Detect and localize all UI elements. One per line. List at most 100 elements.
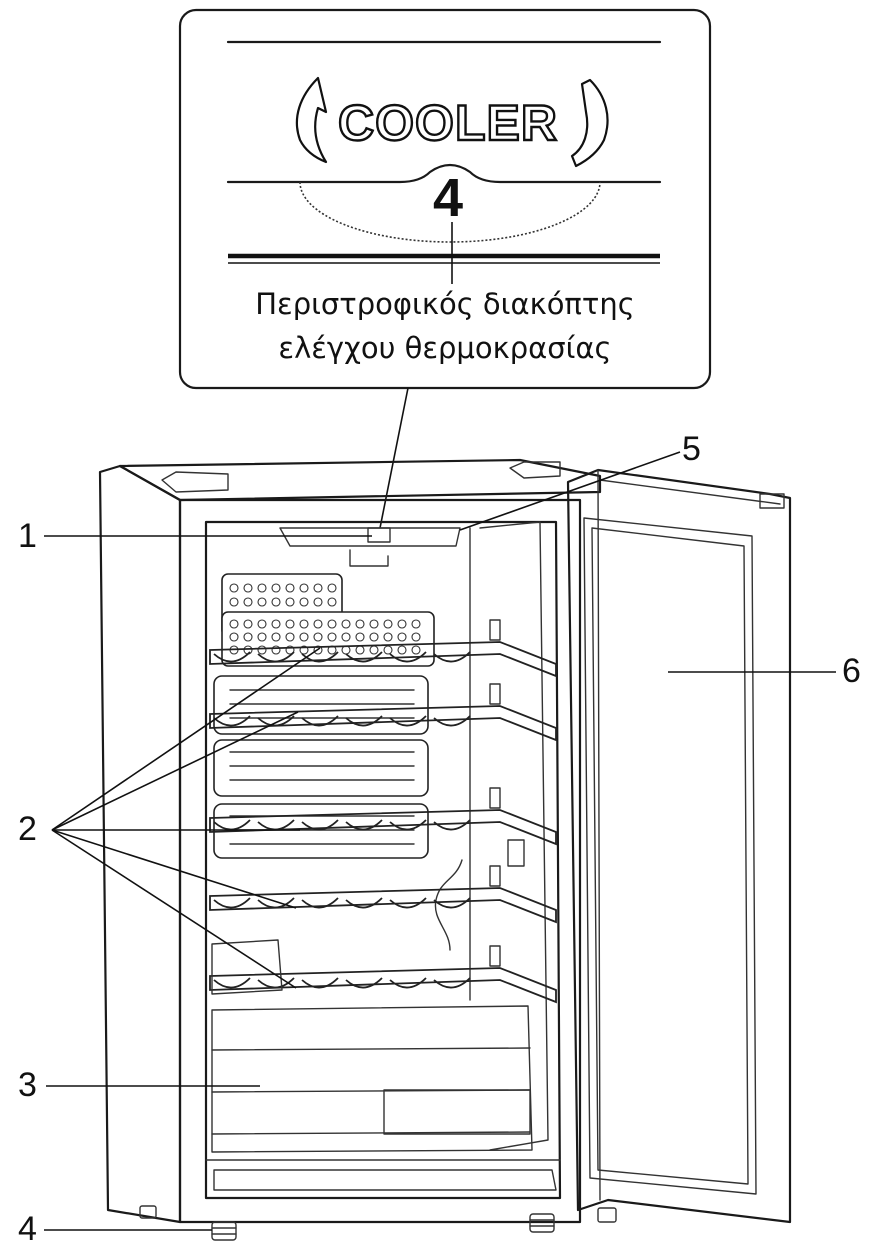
- bottle-cradle: [213, 977, 251, 989]
- zoom-to-thermostat-leader: [379, 387, 409, 529]
- thermostat-bracket: [349, 549, 389, 567]
- bottle-cradle: [257, 715, 295, 727]
- bottle-cradle: [301, 897, 339, 909]
- evaporator-hole: [313, 619, 323, 629]
- callout-4: 4: [18, 1210, 37, 1246]
- bottle-cradle: [345, 651, 383, 663]
- bottle-cradle: [345, 977, 383, 989]
- evaporator-hole: [229, 619, 239, 629]
- shelf-frame: [209, 887, 557, 924]
- shelf-support-clip: [489, 619, 501, 641]
- zoom-box-frame: [178, 8, 712, 390]
- evaporator-hole: [397, 645, 407, 655]
- rotate-left-arrow-icon: [295, 76, 328, 164]
- door-top-edge: [599, 479, 781, 505]
- evaporator-hole: [383, 632, 393, 642]
- evaporator-hole: [271, 619, 281, 629]
- bottle-cradle: [345, 715, 383, 727]
- dial-knurled-edge: [299, 181, 601, 243]
- evaporator-hole: [327, 619, 337, 629]
- shelf-frame: [209, 967, 557, 1004]
- shelf-frame: [209, 809, 557, 846]
- wine-shelf: [209, 865, 557, 924]
- thermostat-caption-line2: ελέγχου θερμοκρασίας: [278, 331, 611, 365]
- evaporator-hole: [257, 583, 267, 593]
- rotate-right-arrow-icon: [570, 78, 609, 168]
- evaporator-hole: [243, 632, 253, 642]
- bottle-cradle: [345, 897, 383, 909]
- bottle-cradle: [213, 651, 251, 663]
- evaporator-hole: [285, 597, 295, 607]
- evaporator-hole: [313, 632, 323, 642]
- bottle-cradle: [213, 897, 251, 909]
- thermostat-housing: [279, 527, 461, 547]
- evaporator-holes: [229, 583, 421, 655]
- inner-liner: [204, 520, 562, 1200]
- door-glass-frame: [583, 517, 757, 1195]
- callout-2-leader-shelf2: [51, 711, 299, 831]
- door-top-hinge: [759, 493, 785, 509]
- shelf-support-clip: [489, 945, 501, 967]
- evaporator-hole: [229, 632, 239, 642]
- bottle-cradle: [389, 977, 427, 989]
- door-outer: [566, 468, 792, 1224]
- evaporator-hole: [271, 583, 281, 593]
- bottle-cradle: [389, 715, 427, 727]
- evaporator-hole: [313, 583, 323, 593]
- evaporator-hole: [257, 597, 267, 607]
- bottle-cradle: [433, 977, 471, 989]
- rear-left-foot: [139, 1205, 157, 1219]
- callout-2-leader-shelf4: [51, 829, 297, 909]
- evaporator-hole: [257, 632, 267, 642]
- evaporator-hole: [257, 619, 267, 629]
- bottle-cradle: [433, 651, 471, 663]
- thermostat-knob: [367, 527, 391, 543]
- evaporator-hole: [369, 632, 379, 642]
- light-switch: [507, 839, 525, 867]
- evaporator-hole: [243, 619, 253, 629]
- callouts: 1 5 6 2 3 4: [18, 430, 861, 1246]
- evaporator-hole: [327, 597, 337, 607]
- evaporator-hole: [341, 619, 351, 629]
- bottle-cradle: [433, 819, 471, 831]
- evaporator-hole: [229, 597, 239, 607]
- evaporator-hole: [327, 583, 337, 593]
- bottle-cradle: [301, 651, 339, 663]
- bottom-compartment: [211, 1005, 533, 1153]
- compartment-line: [211, 1131, 531, 1135]
- callout-6: 6: [842, 652, 861, 690]
- evaporator-hole: [369, 619, 379, 629]
- compartment-drawer: [383, 1089, 531, 1135]
- evaporator-hole: [383, 645, 393, 655]
- evaporator-hole: [285, 632, 295, 642]
- evaporator-hole: [299, 632, 309, 642]
- shelf-frame: [209, 641, 557, 678]
- glass-door: [566, 468, 792, 1224]
- door-edge: [597, 469, 601, 1201]
- leveling-feet: [139, 1205, 617, 1241]
- evaporator-hole: [243, 583, 253, 593]
- bottle-cradle: [301, 977, 339, 989]
- cabinet-left-side: [98, 464, 182, 1224]
- shelf-support-clip: [489, 683, 501, 705]
- evaporator-hole: [271, 597, 281, 607]
- evaporator-coils: [213, 675, 429, 859]
- top-right-cap: [509, 461, 561, 479]
- evaporator-hole: [355, 632, 365, 642]
- door-glass-pane: [591, 527, 749, 1185]
- thermostat-caption-line1: Περιστροφικός διακόπτης: [255, 287, 635, 321]
- wine-shelf: [209, 619, 557, 678]
- shelf-support-clip: [489, 865, 501, 887]
- bottom-grille: [213, 1169, 557, 1191]
- evaporator-hole: [397, 619, 407, 629]
- bottle-cradle: [257, 897, 295, 909]
- front-right-foot: [529, 1213, 555, 1233]
- inner-right-wall: [479, 521, 549, 1151]
- callout-1: 1: [18, 517, 37, 555]
- shelf-frame: [209, 705, 557, 742]
- callout-2: 2: [18, 810, 37, 848]
- wine-shelf: [209, 683, 557, 742]
- wine-shelf: [209, 945, 557, 1004]
- top-left-cap: [161, 471, 229, 493]
- bottle-cradle: [389, 651, 427, 663]
